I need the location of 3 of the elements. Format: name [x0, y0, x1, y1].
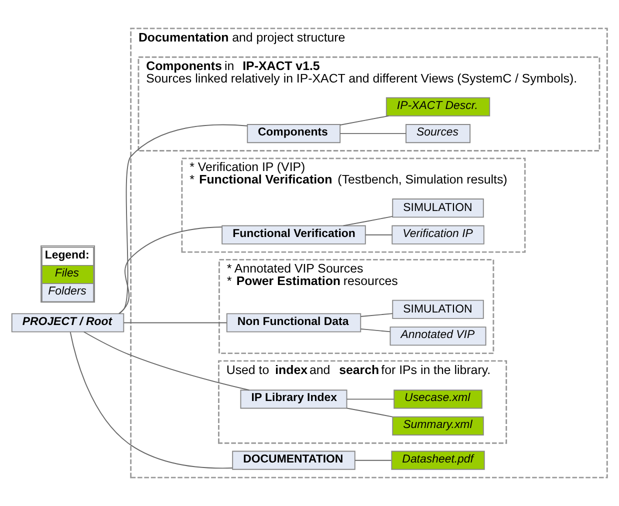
legend-label: Folders — [48, 286, 86, 298]
legend-label: Files — [54, 268, 80, 280]
label: Legend: — [44, 249, 90, 262]
